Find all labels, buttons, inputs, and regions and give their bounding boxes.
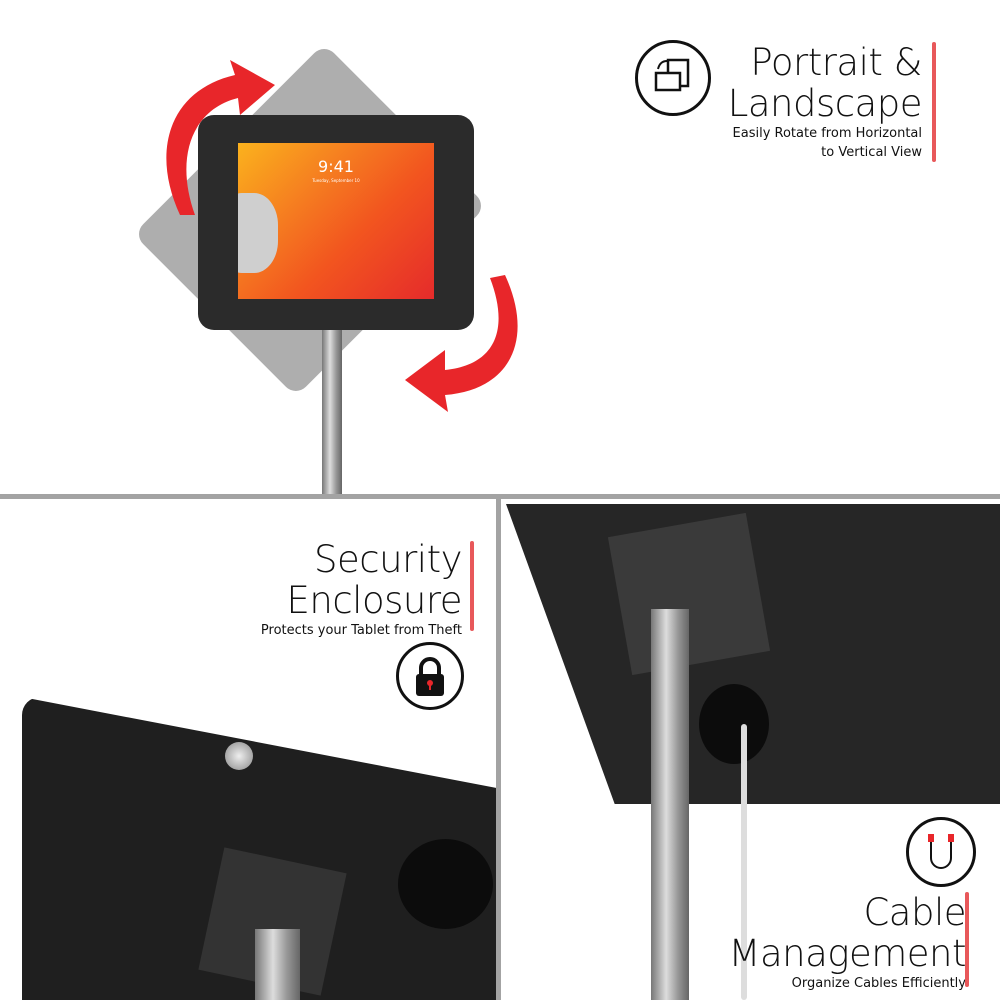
cable-hole (699, 684, 769, 764)
stand-pole (322, 325, 342, 494)
tablet-screen: 9:41 Tuesday, September 10 (238, 143, 434, 299)
feature-subtitle: Organize Cables Efficiently (791, 976, 966, 991)
feature-title: Cable (863, 891, 966, 934)
bottom-right-panel: Cable Management Organize Cables Efficie… (501, 499, 1000, 1000)
key-lock (225, 742, 253, 770)
tablet-enclosure: 9:41 Tuesday, September 10 (198, 115, 474, 330)
padlock-icon (396, 642, 464, 710)
enclosure-back (506, 504, 1000, 804)
accent-bar (965, 892, 969, 987)
vertical-divider (496, 499, 501, 1000)
bottom-left-panel: Security Enclosure Protects your Tablet … (0, 499, 496, 1000)
feature-subtitle: to Vertical View (821, 145, 922, 160)
stand-pole (255, 929, 300, 1000)
feature-title: Portrait & (750, 41, 922, 84)
feature-subtitle: Protects your Tablet from Theft (260, 623, 462, 638)
feature-title: Enclosure (286, 579, 463, 622)
feature-subtitle: Easily Rotate from Horizontal (732, 126, 922, 141)
feature-title: Landscape (727, 82, 923, 125)
accent-bar (932, 42, 936, 162)
lock-date: Tuesday, September 10 (312, 178, 360, 183)
wallpaper-shape (238, 193, 278, 273)
rotate-arrow-bottom-icon (405, 275, 518, 412)
feature-title: Management (728, 932, 967, 975)
feature-cable: Cable Management Organize Cables Efficie… (666, 891, 967, 993)
feature-title: Security (314, 538, 462, 581)
cable (741, 724, 747, 1000)
horizontal-divider (0, 494, 1000, 499)
rotate-arrow-top-icon (166, 60, 275, 215)
top-panel: 9:41 Tuesday, September 10 Portrait & La… (0, 0, 1000, 494)
accent-bar (470, 541, 474, 631)
feature-portrait-landscape: Portrait & Landscape Easily Rotate from … (602, 41, 923, 162)
vesa-plate (607, 512, 771, 676)
cable-hole (398, 839, 493, 929)
lock-time: 9:41 (318, 157, 354, 176)
feature-security: Security Enclosure Protects your Tablet … (162, 538, 463, 640)
rotate-screens-icon (635, 40, 711, 116)
stand-pole (651, 609, 689, 1000)
cable-icon (906, 817, 976, 887)
